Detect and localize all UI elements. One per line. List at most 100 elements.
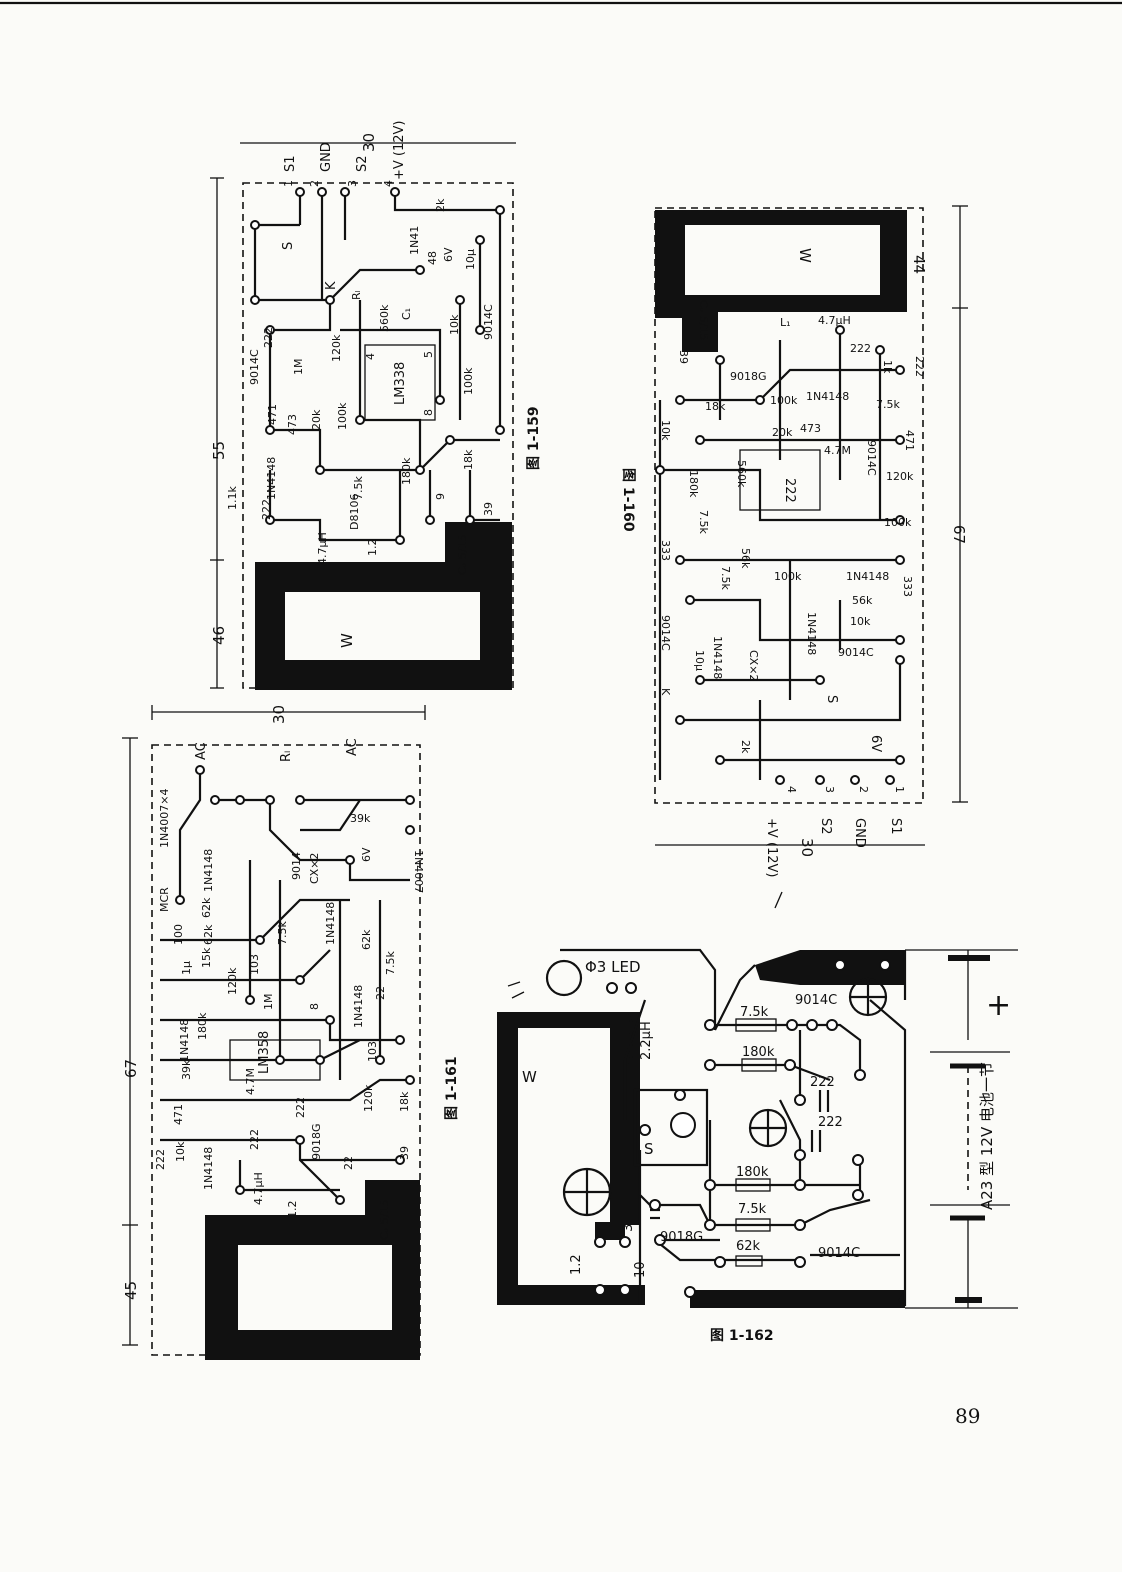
part-9014c-a: 9014C <box>795 993 837 1008</box>
part-10k-c: 9014C <box>659 615 672 651</box>
part-pin9: 9 <box>434 493 447 500</box>
part-1u: 1μ <box>180 961 193 975</box>
part-9014c-a: 9014C <box>865 440 878 476</box>
part-1n4007: 1N4007 <box>412 850 425 893</box>
part-1m: 1M <box>262 994 275 1011</box>
page-number: 89 <box>955 1404 981 1428</box>
part-18k: 18k <box>398 1091 411 1112</box>
part-6v: 6V <box>442 247 455 262</box>
part-7-5k-a: 7.5k <box>276 921 289 945</box>
part-22-b: 22 <box>342 1156 355 1170</box>
part-222-c: 222 <box>294 1097 307 1118</box>
part-100: 100 <box>172 924 185 945</box>
part-7-5k-c: 100k <box>774 570 802 583</box>
part-9018g: 9018G <box>660 1230 703 1245</box>
part-560k: 560k <box>735 460 748 488</box>
caption-1-162: 图 1-162 <box>710 1328 774 1344</box>
part-222-b: 222 <box>248 1129 261 1150</box>
part-62k-c: 62k <box>360 929 373 950</box>
part-4-7uh: 4.7μH <box>316 532 329 565</box>
part-18k: 18k <box>462 449 475 470</box>
part-10u: 10μ <box>464 249 477 270</box>
part-100k-a: 100k <box>770 394 798 407</box>
copper-w-area <box>655 210 907 352</box>
part-10k-a: 10k <box>659 420 672 441</box>
part-1m: 1M <box>292 359 305 376</box>
part-15k: 15k <box>200 947 213 968</box>
pin-vplus: +V (12V) <box>764 818 779 878</box>
part-7-5k-a: 7.5k <box>876 398 900 411</box>
pin-num-1: 1 <box>893 786 906 793</box>
part-10k: 10k <box>448 314 461 335</box>
part-39: 39 <box>482 502 495 516</box>
part-471: 471 <box>903 430 916 451</box>
part-120k-b: 120k <box>362 1084 375 1112</box>
part-62k: 62k <box>736 1239 761 1254</box>
part-1n4148-b: 1N4148 <box>324 902 337 945</box>
part-c1: C₁ <box>400 308 413 320</box>
part-120k: 120k <box>330 334 343 362</box>
dim-height-label: 55 <box>210 441 228 460</box>
part-10u: K <box>659 688 672 696</box>
part-120k-a: 120k <box>226 967 239 995</box>
part-222-b: 222 <box>913 356 926 377</box>
part-9014c-b: 9014C <box>818 1246 860 1261</box>
part-co: Cₒ 5/15 <box>697 300 710 340</box>
part-222-a: 222 <box>810 1075 835 1090</box>
part-rl: Rₗ <box>350 290 363 300</box>
copper-w-area <box>205 1180 420 1360</box>
part-39k-b: 39k <box>180 1059 193 1080</box>
part-56k-b: 10k <box>850 615 871 628</box>
inductor-icon <box>626 1014 633 1064</box>
part-9014c-b: 1N4148 <box>805 612 818 655</box>
part-39: 39 <box>677 350 690 364</box>
part-7-5k-b: 7.5k <box>384 951 397 975</box>
part-1n4148-d: 1N4148 <box>178 1019 191 1062</box>
figure-1-161: 67 45 30 LM358 AC Rₗ AC 1N4007×4 1N4007 … <box>122 705 460 1360</box>
part-471: 471 <box>172 1104 185 1125</box>
part-1n41: 1N41 <box>408 226 421 255</box>
part-10: 10 <box>633 1261 648 1278</box>
copper-w-area <box>255 522 512 690</box>
part-led: Φ3 LED <box>585 958 641 976</box>
caption-1-159: 图 1-159 <box>526 406 542 470</box>
caption-1-161: 图 1-161 <box>444 1056 460 1120</box>
part-s: S <box>281 242 296 250</box>
part-39: 39 <box>398 1146 411 1160</box>
part-180k: 180k <box>687 470 700 498</box>
part-1n4148-d: CX×2 <box>747 650 760 681</box>
switch-s-contact <box>670 1112 696 1138</box>
copper-bottom-end <box>898 1290 905 1308</box>
part-6v: 6V <box>360 847 373 862</box>
part-222-a: 222 <box>262 327 275 348</box>
part-180k: 180k <box>400 457 413 485</box>
caption-1-160: 图 1-160 <box>620 468 636 532</box>
dim-height-label: 67 <box>122 1059 140 1078</box>
part-20k: 20k <box>310 409 323 430</box>
pin-s2: S2 <box>355 155 370 172</box>
traces <box>253 190 502 542</box>
part-1n4148-a: 1N4148 <box>806 390 849 403</box>
dim-width-label: 30 <box>798 838 816 857</box>
mounting-hole-icon <box>848 977 888 1017</box>
part-222-c: 120k <box>886 470 914 483</box>
part-6v: 2k <box>739 740 752 754</box>
copper-top-right <box>755 950 905 985</box>
resistors <box>735 1018 777 1267</box>
dim-width-label: 30 <box>270 705 288 724</box>
pin-num-1: 1 <box>282 180 295 187</box>
traces <box>658 330 902 780</box>
board-edge <box>560 948 907 1307</box>
part-180k-a: 180k <box>742 1045 775 1060</box>
part-180k-b: 180k <box>736 1165 769 1180</box>
part-k: S <box>824 695 839 703</box>
part-1n4148: 1N4148 <box>265 457 278 500</box>
part-7-5k-b: 7.5k <box>738 1202 767 1217</box>
ic-lm1358-label: 222 <box>782 478 797 503</box>
pin-gnd: GND <box>852 818 867 848</box>
traces <box>160 770 410 1201</box>
dim-width-label: 30 <box>360 133 378 152</box>
part-120k: 100k <box>884 516 912 529</box>
